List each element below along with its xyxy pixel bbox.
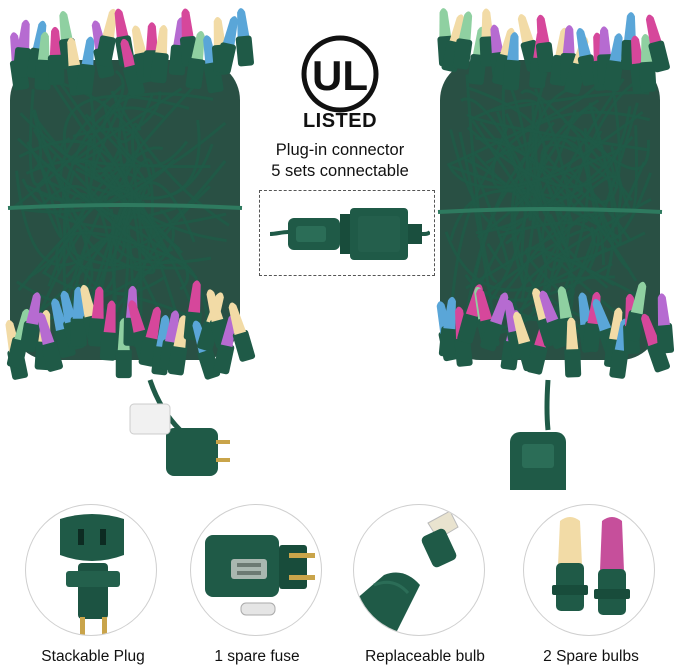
bulb — [12, 19, 32, 78]
connector-caption-line1: Plug-in connector — [275, 141, 405, 159]
bulb — [438, 296, 458, 358]
connector-callout-box — [259, 190, 435, 276]
bulb — [228, 302, 256, 362]
left-light-bundle — [5, 8, 256, 476]
bulb — [656, 293, 675, 354]
bulb — [623, 281, 647, 342]
bulb — [641, 313, 670, 373]
bulb — [535, 14, 555, 74]
bulb — [235, 8, 254, 67]
bulb — [645, 14, 670, 73]
bulb — [37, 312, 63, 372]
caption-spare-fuse: 1 spare fuse — [214, 648, 300, 665]
listed-label: LISTED — [302, 110, 378, 132]
fuse-icon — [205, 535, 315, 616]
bulb — [34, 31, 52, 91]
replaceable-bulb-detail — [353, 504, 485, 636]
bulb — [502, 32, 521, 91]
bulb — [150, 25, 169, 84]
bulb-icon — [354, 510, 459, 635]
bulb — [564, 317, 582, 378]
plug-icon — [60, 514, 124, 635]
bulb — [452, 11, 473, 70]
spare-bulbs-detail — [523, 504, 655, 636]
bulb — [167, 315, 188, 376]
connector-icon — [270, 208, 430, 260]
stackable-plug-detail — [25, 504, 157, 636]
caption-replaceable-bulb: Replaceable bulb — [365, 648, 485, 665]
bulb — [99, 300, 118, 361]
ul-logo: UL — [301, 35, 379, 113]
bulb — [639, 34, 657, 93]
caption-spare-bulbs: 2 Spare bulbs — [543, 648, 639, 665]
right-light-bundle — [436, 8, 675, 490]
caption-stackable-plug: Stackable Plug — [41, 648, 145, 665]
bulb — [19, 292, 41, 353]
bulb — [95, 8, 117, 67]
bulb — [76, 36, 96, 95]
bulb — [47, 26, 65, 86]
spare-bulbs-icon — [552, 517, 630, 615]
connector-caption: Plug-in connector 5 sets connectable — [252, 140, 428, 182]
ul-logo-letters: UL — [312, 52, 368, 99]
connector-caption-line2: 5 sets connectable — [271, 162, 409, 180]
spare-fuse-detail — [190, 504, 322, 636]
bulb — [603, 33, 623, 92]
bulb — [185, 31, 205, 90]
bulb — [480, 292, 509, 352]
bulb — [214, 16, 238, 74]
